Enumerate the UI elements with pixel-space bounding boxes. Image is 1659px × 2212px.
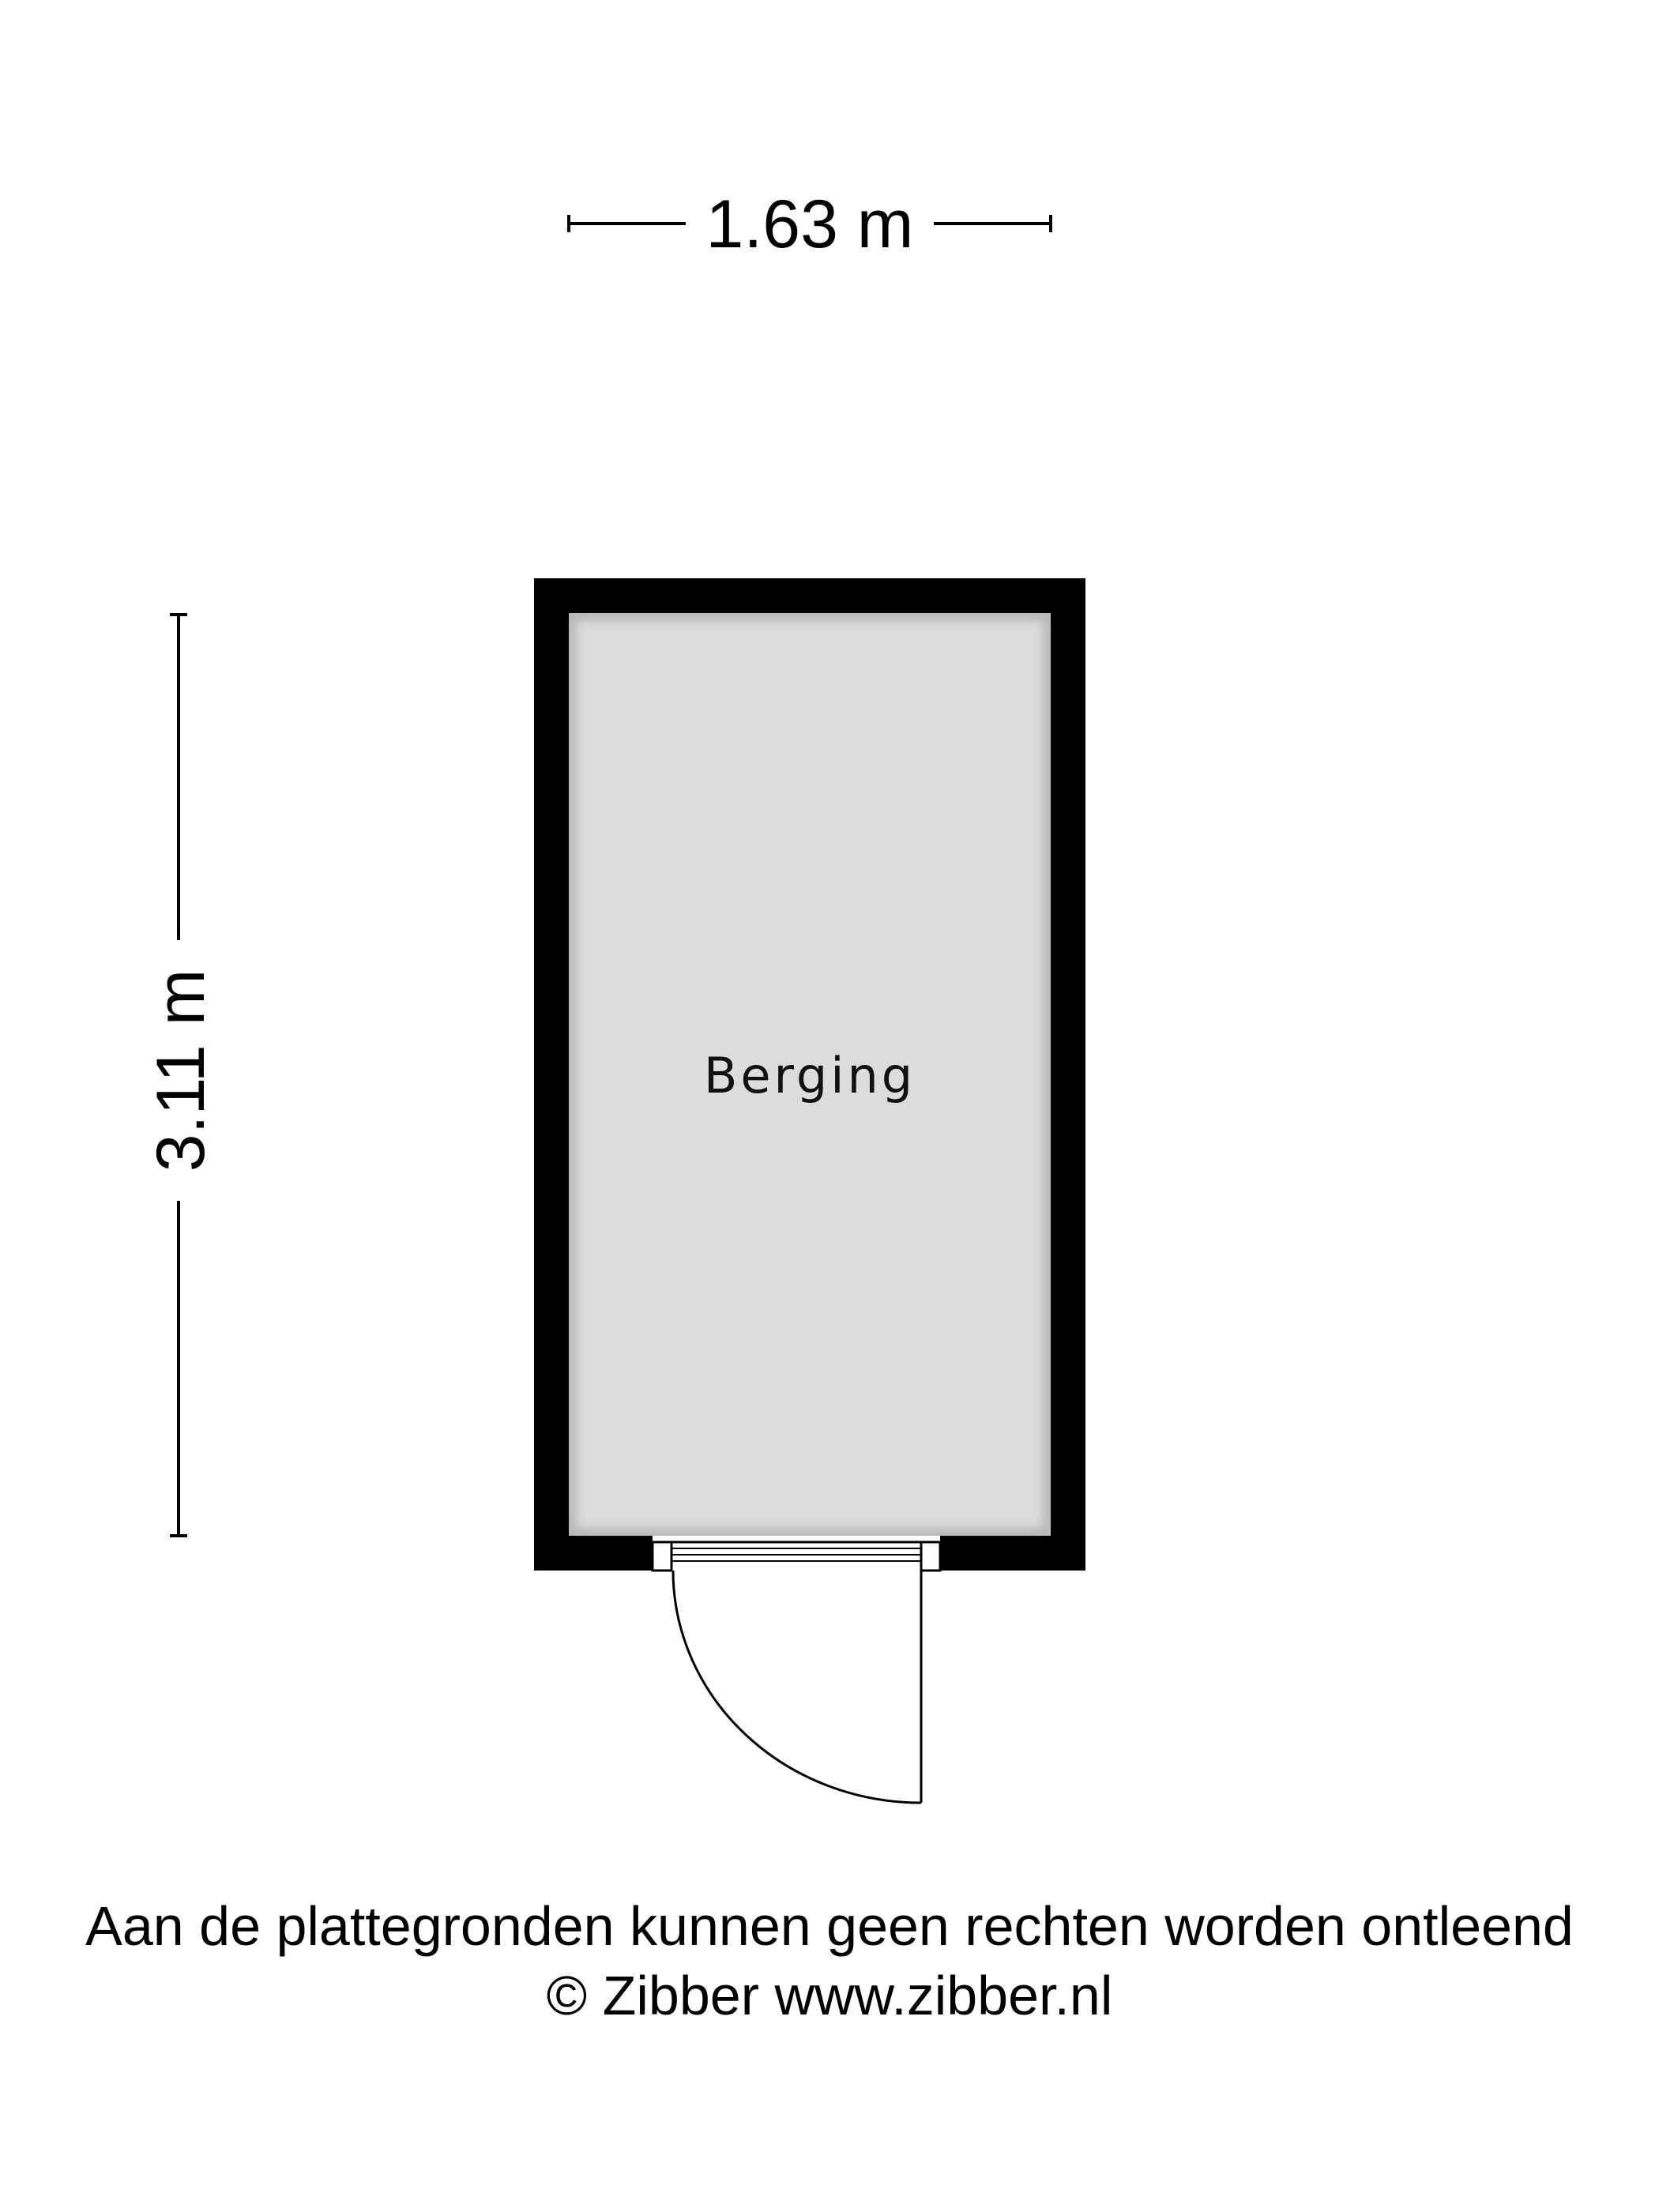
width-dimension: 1.63 m <box>567 186 1052 262</box>
door-swing-icon <box>672 1570 923 1804</box>
width-label: 1.63 m <box>706 186 914 262</box>
door-jamb-right <box>920 1540 942 1572</box>
room-label: Berging <box>704 1047 916 1104</box>
door <box>651 1536 942 1804</box>
height-dimension: 3.11 m <box>143 613 219 1537</box>
height-label: 3.11 m <box>143 969 219 1172</box>
door-jamb-left <box>651 1540 673 1572</box>
floor <box>577 621 1043 1528</box>
room-berging: Berging <box>534 578 1085 1571</box>
disclaimer-text: Aan de plattegronden kunnen geen rechten… <box>85 1895 1574 1957</box>
copyright-text: © Zibber www.zibber.nl <box>546 1965 1113 2026</box>
